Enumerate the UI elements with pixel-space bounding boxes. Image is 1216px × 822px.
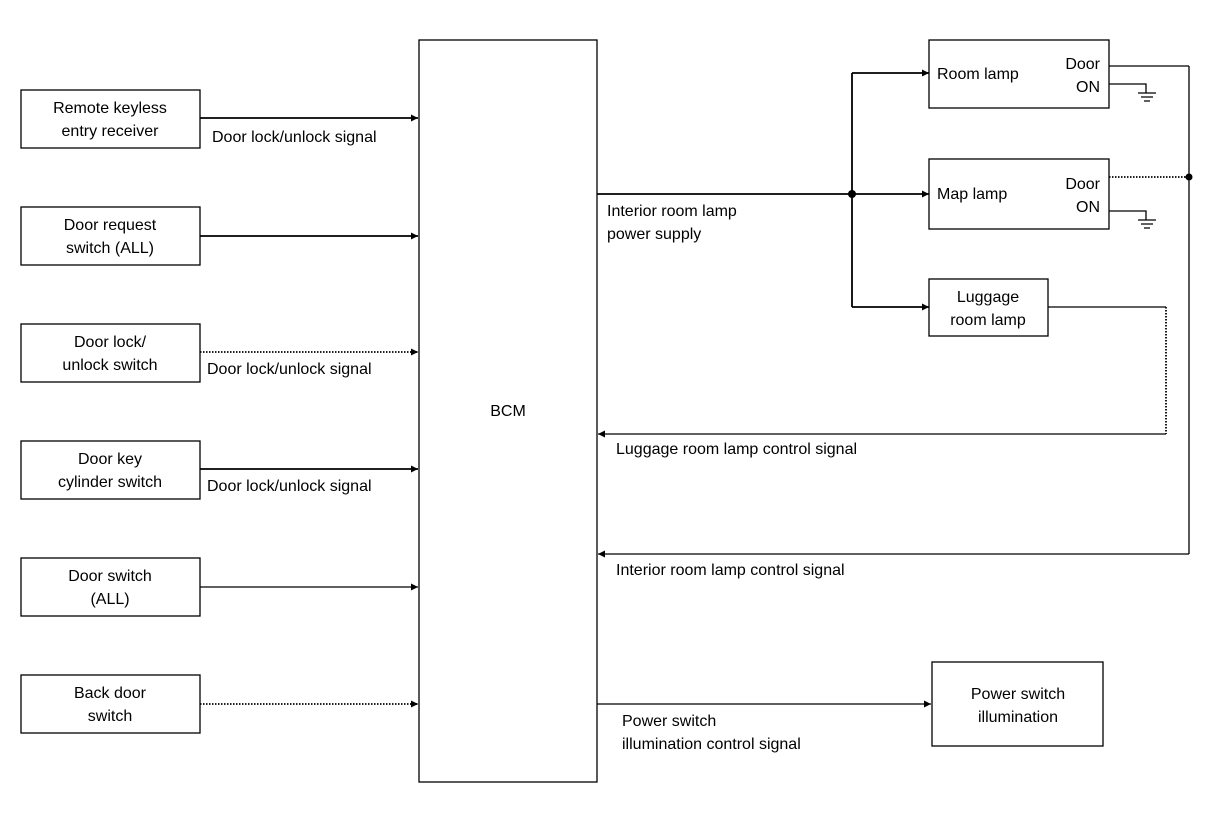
room-lamp-ground-icon bbox=[1109, 83, 1156, 102]
door-key-cylinder-signal-label: Door lock/unlock signal bbox=[207, 478, 372, 495]
power-supply-label-line1: Interior room lamp bbox=[607, 203, 737, 220]
room-lamp-switch-line1: Door bbox=[1065, 56, 1100, 73]
door-request-line2: switch (ALL) bbox=[66, 240, 154, 257]
room-lamp-box bbox=[928, 39, 1110, 109]
door-key-cylinder-switch-box bbox=[20, 440, 201, 500]
door-switch-line2: (ALL) bbox=[90, 591, 129, 608]
power-switch-line1: Power switch bbox=[971, 686, 1065, 703]
power-supply-label-line2: power supply bbox=[607, 226, 701, 243]
door-request-line1: Door request bbox=[64, 217, 157, 234]
bcm-label: BCM bbox=[490, 403, 526, 420]
map-lamp-label: Map lamp bbox=[937, 186, 1007, 203]
map-lamp-switch-line2: ON bbox=[1076, 199, 1100, 216]
remote-keyless-signal-label: Door lock/unlock signal bbox=[212, 129, 377, 146]
luggage-lamp-line2: room lamp bbox=[950, 312, 1026, 329]
remote-keyless-entry-receiver-box bbox=[20, 89, 201, 149]
door-lock-unlock-line2: unlock switch bbox=[62, 357, 157, 374]
door-key-cylinder-line1: Door key bbox=[78, 451, 142, 468]
map-lamp-switch-line1: Door bbox=[1065, 176, 1100, 193]
door-request-switch-box bbox=[20, 206, 201, 266]
map-lamp-ground-icon bbox=[1109, 210, 1156, 229]
power-switch-line2: illumination bbox=[978, 709, 1058, 726]
room-lamp-label: Room lamp bbox=[937, 66, 1019, 83]
back-door-line2: switch bbox=[88, 708, 132, 725]
illumination-control-label-line1: Power switch bbox=[622, 713, 716, 730]
luggage-control-label: Luggage room lamp control signal bbox=[616, 441, 857, 458]
illumination-control-label-line2: illumination control signal bbox=[622, 736, 801, 753]
power-switch-illumination-box bbox=[931, 661, 1104, 747]
door-key-cylinder-line2: cylinder switch bbox=[58, 474, 162, 491]
map-lamp-box bbox=[928, 158, 1110, 230]
interior-control-label: Interior room lamp control signal bbox=[616, 562, 845, 579]
bcm-box bbox=[418, 39, 598, 783]
back-door-line1: Back door bbox=[74, 685, 147, 702]
door-lock-unlock-signal-label: Door lock/unlock signal bbox=[207, 361, 372, 378]
luggage-lamp-line1: Luggage bbox=[957, 289, 1019, 306]
door-lock-unlock-line1: Door lock/ bbox=[74, 334, 147, 351]
door-switch-line1: Door switch bbox=[68, 568, 152, 585]
remote-keyless-line2: entry receiver bbox=[62, 123, 160, 140]
room-lamp-switch-line2: ON bbox=[1076, 79, 1100, 96]
back-door-switch-box bbox=[20, 674, 201, 734]
remote-keyless-line1: Remote keyless bbox=[53, 100, 167, 117]
door-lock-unlock-switch-box bbox=[20, 323, 201, 383]
